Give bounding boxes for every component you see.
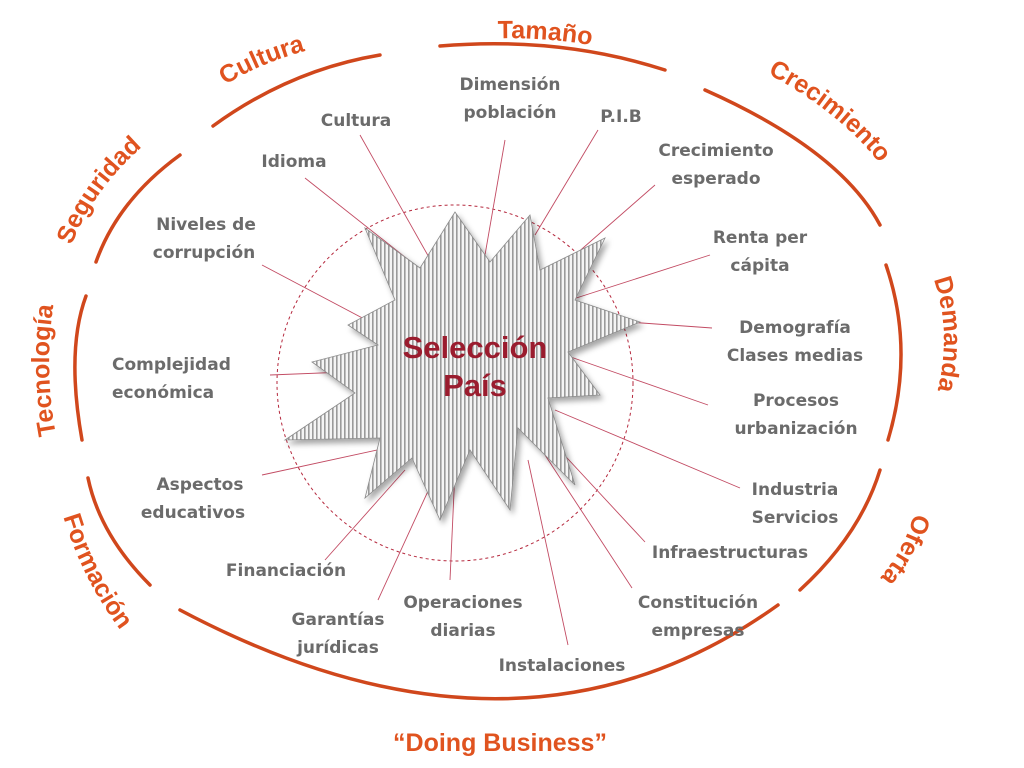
ring-segment-crecimiento — [703, 88, 882, 227]
connector-operaciones — [449, 469, 456, 581]
factor-demografia-line2: Clases medias — [727, 346, 863, 366]
factor-demografia-line1: Demografía — [739, 318, 851, 338]
ring-segment-demanda — [884, 263, 903, 442]
ring-segment-cultura — [211, 53, 382, 128]
ring-segment-formacion — [86, 476, 152, 587]
factor-dimension-line1: Dimensión — [459, 75, 560, 95]
center-title-line1: Selección — [403, 330, 548, 365]
category-demanda: Demanda — [928, 273, 966, 396]
factor-complejidad-line2: económica — [112, 383, 214, 403]
connector-idioma — [304, 177, 416, 266]
factor-crecimiento-line1: Crecimiento — [658, 141, 773, 161]
connector-dimension — [484, 139, 506, 256]
connector-constitucion — [544, 454, 633, 589]
factor-procesos-line2: urbanización — [734, 419, 857, 439]
connector-cultura — [359, 134, 436, 269]
factor-garantias-line1: Garantías — [292, 610, 385, 630]
ring-segment-doing-business — [178, 603, 780, 701]
factor-procesos-line1: Procesos — [753, 391, 839, 411]
factor-operaciones-line2: diarias — [430, 621, 495, 641]
category-formacion: Formación — [58, 510, 139, 634]
ring-segment-tecnologia — [73, 294, 88, 442]
factor-niveles-line2: corrupción — [153, 243, 255, 263]
category-crecimiento: Crecimiento — [765, 55, 897, 168]
category-oferta: Oferta — [875, 511, 935, 592]
factor-renta-line2: cápita — [730, 256, 789, 276]
ring-segment-oferta — [798, 468, 882, 592]
category-tecnologia: Tecnología — [27, 301, 62, 438]
connector-instalaciones — [527, 459, 569, 646]
factor-aspectos-line1: Aspectos — [157, 475, 244, 495]
category-seguridad: Seguridad — [51, 131, 146, 248]
ring-segment-tamano — [438, 42, 667, 72]
factor-labels: Dimensión población P.I.B Crecimiento es… — [112, 75, 863, 676]
factor-financiacion: Financiación — [226, 561, 346, 581]
factor-constitucion-line1: Constitución — [638, 593, 758, 613]
connector-industria — [554, 409, 741, 489]
factor-pib: P.I.B — [600, 107, 642, 127]
ring-segment-seguridad — [94, 153, 182, 264]
connector-financiacion — [324, 469, 406, 561]
factor-constitucion-line2: empresas — [651, 621, 744, 641]
central-star — [283, 211, 642, 521]
factor-operaciones-line1: Operaciones — [403, 593, 522, 613]
factor-complejidad-line1: Complejidad — [112, 355, 231, 375]
connector-infraestructuras — [554, 444, 646, 543]
factor-aspectos-line2: educativos — [141, 503, 245, 523]
factor-industria-line2: Servicios — [752, 508, 839, 528]
center-title-line2: País — [443, 368, 507, 403]
connector-pib — [534, 129, 599, 236]
factor-crecimiento-line2: esperado — [671, 169, 760, 189]
connector-crecimiento — [574, 184, 656, 256]
factor-infraestructuras: Infraestructuras — [652, 543, 808, 563]
factor-dimension-line2: población — [463, 103, 556, 123]
inner-dashed-circle — [276, 204, 634, 562]
factor-cultura: Cultura — [321, 111, 392, 131]
factor-instalaciones: Instalaciones — [499, 656, 626, 676]
connector-procesos — [564, 354, 709, 406]
factor-renta-line1: Renta per — [713, 228, 808, 248]
category-doing-business: “Doing Business” — [393, 729, 607, 757]
factor-idioma: Idioma — [261, 152, 326, 172]
factor-industria-line1: Industria — [752, 480, 839, 500]
factor-niveles-line1: Niveles de — [156, 215, 256, 235]
outer-ring — [73, 42, 903, 701]
connector-renta — [569, 254, 711, 301]
factor-garantias-line2: jurídicas — [296, 638, 379, 658]
